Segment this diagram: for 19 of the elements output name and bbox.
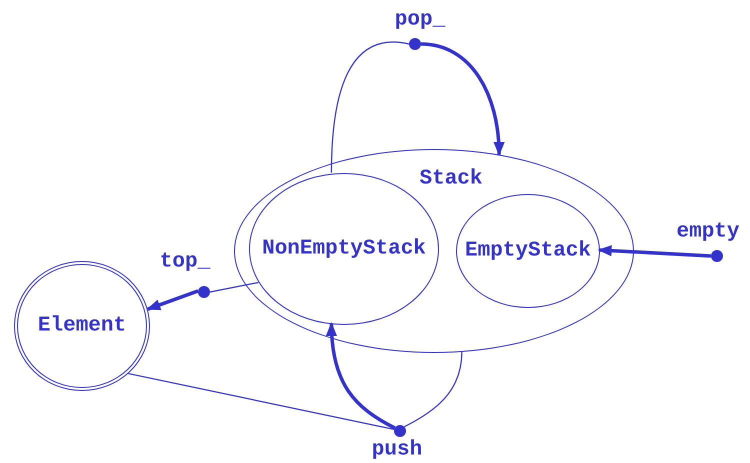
relation-name: push xyxy=(372,438,422,462)
arrow xyxy=(420,42,504,156)
state-name: Stack xyxy=(420,168,482,190)
connector-line xyxy=(404,352,462,428)
connector-line xyxy=(210,282,258,293)
relation-name: empty xyxy=(676,220,740,244)
relation-name: pop_ xyxy=(394,8,446,32)
state-ellipse xyxy=(14,261,150,391)
relation-name: top_ xyxy=(160,250,210,274)
connector-line xyxy=(128,372,394,430)
connector-line xyxy=(330,42,410,173)
arrow xyxy=(326,322,396,430)
state-name: NonEmptyStack xyxy=(262,238,426,260)
state-name: EmptyStack xyxy=(464,240,592,262)
state-ellipse xyxy=(456,194,600,308)
arrow xyxy=(146,289,199,311)
state-name: Element xyxy=(38,314,126,338)
state-ellipse xyxy=(234,149,634,353)
arrow xyxy=(598,245,712,258)
